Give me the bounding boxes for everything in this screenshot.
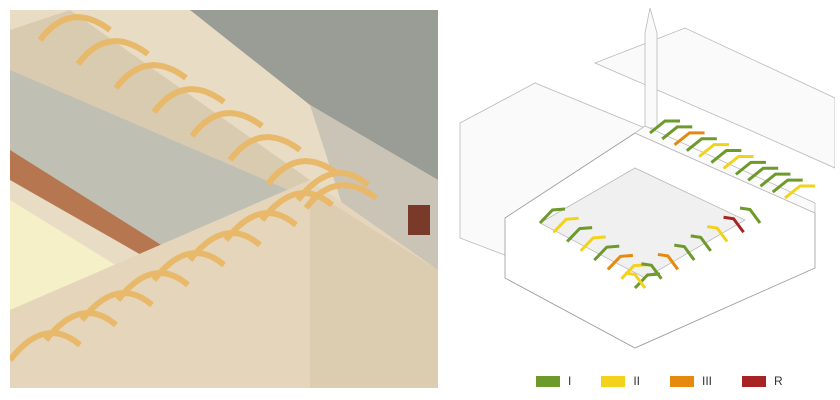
timber-truss <box>37 14 112 42</box>
timber-truss <box>265 158 340 186</box>
truss-right-wing <box>706 225 729 243</box>
truss-upper-wing <box>784 184 815 200</box>
legend-swatch <box>670 375 695 387</box>
truss-right-wing <box>641 262 663 280</box>
truss-upper-wing <box>698 143 730 158</box>
window <box>408 205 430 235</box>
legend-swatch <box>601 375 626 387</box>
legend-item: R <box>742 374 783 388</box>
truss-right-wing <box>739 206 762 224</box>
truss-left-wing <box>593 244 620 262</box>
timber-truss <box>151 86 226 114</box>
timber-truss <box>151 250 226 282</box>
truss-left-wing <box>566 226 593 243</box>
bell-tower <box>644 7 658 129</box>
courtyard <box>539 167 746 279</box>
timber-truss <box>189 110 264 138</box>
truss-left-wing <box>579 235 606 252</box>
timber-truss <box>113 62 188 90</box>
timber-truss <box>75 38 150 66</box>
truss-upper-wing <box>673 131 705 146</box>
timber-truss <box>79 290 154 322</box>
legend-item: I <box>536 374 571 388</box>
timber-truss <box>295 170 370 202</box>
truss-upper-wing <box>734 160 766 176</box>
truss-condition-diagram <box>459 7 836 349</box>
arcade <box>10 150 185 280</box>
truss-upper-wing <box>747 166 779 182</box>
truss-upper-wing <box>661 125 693 141</box>
timber-truss <box>223 210 298 242</box>
truss-left-wing <box>538 207 566 225</box>
truss-left-wing <box>552 216 579 234</box>
truss-right-wing <box>674 243 696 262</box>
timber-truss <box>227 134 302 162</box>
truss-upper-wing <box>685 137 717 152</box>
timber-truss <box>187 230 262 262</box>
building-outline <box>459 7 836 349</box>
truss-left-wing <box>633 272 661 290</box>
truss-upper-wing <box>710 149 742 164</box>
truss-right-wing <box>624 271 647 289</box>
truss-right-wing <box>657 252 680 271</box>
rendered-model-view <box>10 10 438 388</box>
lower-wing-facade <box>310 190 438 388</box>
timber-truss <box>10 330 82 362</box>
legend-item: III <box>670 374 712 388</box>
timber-truss <box>43 310 118 342</box>
condition-diagram-view <box>445 7 836 368</box>
timber-truss <box>115 270 190 302</box>
inner-wall <box>10 70 300 260</box>
legend-label: R <box>774 374 783 388</box>
truss-upper-wing <box>649 119 680 135</box>
truss-left-wing <box>606 253 633 271</box>
legend-label: II <box>633 374 641 388</box>
timber-truss <box>259 190 334 222</box>
upper-wing-roof <box>634 125 816 214</box>
legend-swatch <box>536 375 560 387</box>
neighbor-roof <box>190 10 438 180</box>
legend-item: II <box>601 374 640 388</box>
legend-label: I <box>568 374 572 388</box>
truss-upper-wing <box>771 178 803 194</box>
truss-right-wing <box>723 215 745 234</box>
legend-swatch <box>742 375 767 387</box>
truss-upper-wing <box>759 172 791 188</box>
timber-roof-rendering <box>10 10 438 388</box>
truss-upper-wing <box>722 154 754 170</box>
graded-trusses <box>538 119 815 290</box>
truss-right-wing <box>690 234 712 252</box>
legend-label: III <box>702 374 713 388</box>
timber-trusses <box>10 14 378 362</box>
timber-truss <box>303 182 378 210</box>
